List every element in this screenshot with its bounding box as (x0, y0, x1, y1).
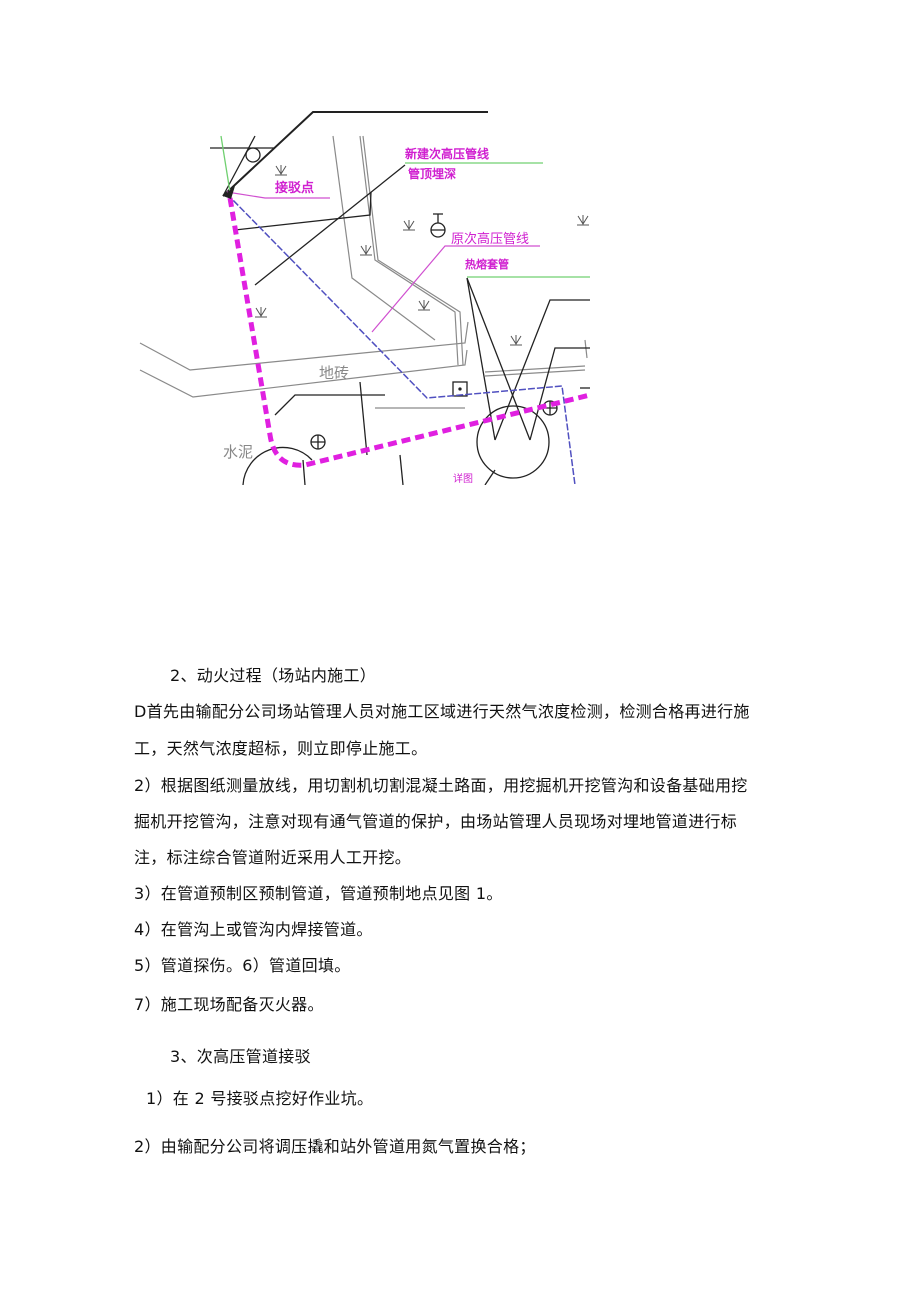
paragraph-line: 5）管道探伤。6）管道回填。 (134, 956, 351, 975)
map-symbols (242, 147, 558, 485)
pipeline-diagram: 新建次高压管线 管顶埋深 接驳点 原次高压管线 热熔套管 地砖 水泥 详图 (135, 100, 590, 485)
label-small: 详图 (453, 472, 473, 485)
grass-symbols (255, 165, 589, 346)
magenta-leaders (226, 191, 540, 333)
label-old-pipeline: 原次高压管线 (451, 231, 529, 247)
new-pipeline-line (227, 197, 590, 468)
section3-title: 3、次高压管道接驳 (170, 1047, 311, 1066)
paragraph-line: D首先由输配分公司场站管理人员对施工区域进行天然气浓度检测，检测合格再进行施 (134, 702, 750, 721)
label-cement: 水泥 (223, 443, 253, 461)
paragraph-line: 1）在 2 号接驳点挖好作业坑。 (146, 1089, 374, 1108)
tie-in-arrow-icon (223, 186, 235, 199)
old-pipeline-line (226, 193, 576, 485)
paragraph-line: 注，标注综合管道附近采用人工开挖。 (134, 848, 412, 867)
paragraph-line: 7）施工现场配备灭火器。 (134, 995, 324, 1014)
paragraph-line: 3）在管道预制区预制管道，管道预制地点见图 1。 (134, 884, 503, 903)
paragraph-line: 工，天然气浓度超标，则立即停止施工。 (134, 739, 428, 758)
green-leaders (220, 135, 590, 278)
paragraph-line: 掘机开挖管沟，注意对现有通气管道的保护，由场站管理人员现场对埋地管道进行标 (134, 812, 738, 831)
pipeline-diagram-svg: 新建次高压管线 管顶埋深 接驳点 原次高压管线 热熔套管 地砖 水泥 详图 (139, 111, 590, 485)
paragraph-line: 4）在管沟上或管沟内焊接管道。 (134, 920, 373, 939)
section2-title: 2、动火过程（场站内施工） (170, 666, 377, 685)
label-floor-tile: 地砖 (319, 364, 349, 382)
label-pipe-depth: 管顶埋深 (408, 166, 456, 181)
label-tie-in-point: 接驳点 (275, 180, 314, 196)
paragraph-line: 2）根据图纸测量放线，用切割机切割混凝土路面，用挖掘机开挖管沟和设备基础用挖 (134, 776, 748, 795)
label-new-pipeline: 新建次高压管线 (405, 146, 489, 161)
road-outlines (139, 135, 588, 409)
diagram-labels: 新建次高压管线 管顶埋深 接驳点 原次高压管线 热熔套管 地砖 水泥 详图 (223, 146, 529, 485)
label-heat-sleeve: 热熔套管 (465, 257, 509, 271)
structure-lines (210, 111, 590, 485)
paragraph-line: 2）由输配分公司将调压撬和站外管道用氮气置换合格； (134, 1137, 536, 1156)
